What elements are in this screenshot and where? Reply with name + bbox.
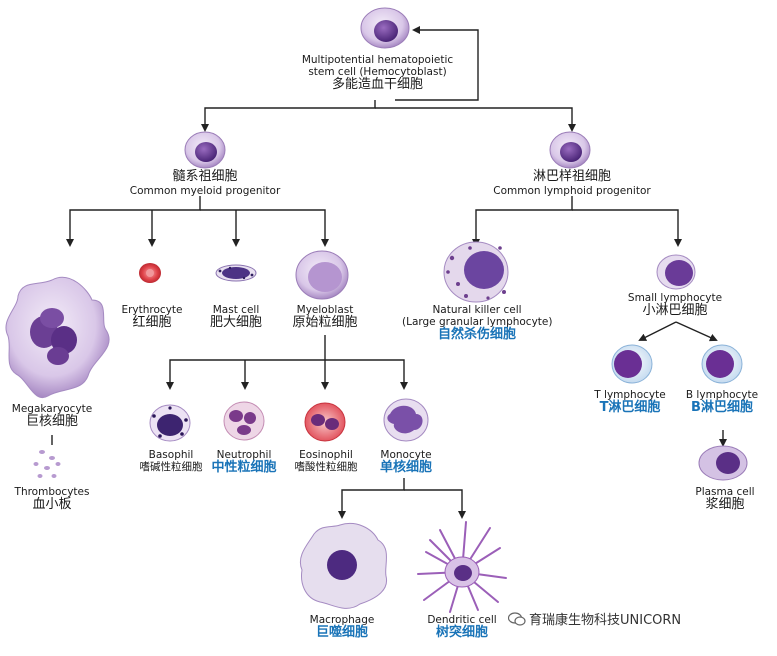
t-lymphocyte-zh: T淋巴细胞 xyxy=(599,400,661,416)
t-lymphocyte-en: T lymphocyte xyxy=(594,389,666,401)
mast-cell-image xyxy=(215,264,257,282)
nk-cell-en2: (Large granular lymphocyte) xyxy=(402,316,553,329)
lymphoid-zh: 淋巴样祖细胞 xyxy=(532,169,611,184)
stem-cell-label: Multipotential hematopoietic stem cell (… xyxy=(290,54,465,93)
stem-cell-en1: Multipotential hematopoietic xyxy=(301,54,454,66)
megakaryocyte-image xyxy=(5,277,110,399)
myeloid-en: Common myeloid progenitor xyxy=(129,184,281,197)
small-lymphocyte-label: Small lymphocyte 小淋巴细胞 xyxy=(622,292,728,319)
erythrocyte-zh: 红细胞 xyxy=(132,315,172,331)
myeloid-label: 髓系祖细胞 Common myeloid progenitor xyxy=(120,169,290,197)
myeloblast-zh: 原始粒细胞 xyxy=(292,315,358,331)
myeloid-zh: 髓系祖细胞 xyxy=(172,169,238,184)
watermark-text: 育瑞康生物科技UNICORN xyxy=(529,613,682,628)
macrophage-label: Macrophage 巨噬细胞 xyxy=(298,614,386,641)
myeloblast-label: Myeloblast 原始粒细胞 xyxy=(282,304,368,331)
t-lymphocyte-label: T lymphocyte T淋巴细胞 xyxy=(578,389,682,416)
plasma-cell-zh: 浆细胞 xyxy=(705,497,745,513)
basophil-zh: 嗜碱性粒细胞 xyxy=(139,461,203,474)
connector-lines xyxy=(51,26,727,519)
nk-cell-zh: 自然杀伤细胞 xyxy=(437,327,516,343)
lymphoid-en: Common lymphoid progenitor xyxy=(493,184,651,197)
dendritic-zh: 树突细胞 xyxy=(435,625,488,641)
dendritic-label: Dendritic cell 树突细胞 xyxy=(418,614,506,641)
watermark: 育瑞康生物科技UNICORN xyxy=(508,609,681,628)
dendritic-cell-image xyxy=(417,521,507,613)
neutrophil-en: Neutrophil xyxy=(216,449,272,461)
thrombocytes-image xyxy=(33,450,61,478)
erythrocyte-en: Erythrocyte xyxy=(121,304,183,316)
megakaryocyte-en: Megakaryocyte xyxy=(11,403,93,415)
plasma-cell-en: Plasma cell xyxy=(695,486,755,498)
monocyte-image xyxy=(383,398,429,442)
macrophage-zh: 巨噬细胞 xyxy=(315,625,368,641)
small-lymphocyte-en: Small lymphocyte xyxy=(627,292,723,304)
monocyte-label: Monocyte 单核细胞 xyxy=(368,449,444,476)
megakaryocyte-label: Megakaryocyte 巨核细胞 xyxy=(2,403,102,430)
neutrophil-label: Neutrophil 中性粒细胞 xyxy=(198,449,290,476)
megakaryocyte-zh: 巨核细胞 xyxy=(25,414,78,430)
small-lymphocyte-image xyxy=(656,254,696,290)
stem-cell-image xyxy=(360,7,410,49)
nk-cell-en1: Natural killer cell xyxy=(432,304,522,316)
basophil-image xyxy=(149,404,191,442)
neutrophil-image xyxy=(223,401,265,441)
eosinophil-en: Eosinophil xyxy=(299,449,353,461)
monocyte-en: Monocyte xyxy=(380,449,432,461)
myeloblast-en: Myeloblast xyxy=(296,304,354,316)
erythrocyte-image xyxy=(139,263,161,283)
lymphoid-progenitor-image xyxy=(549,131,591,169)
basophil-en: Basophil xyxy=(148,449,194,461)
lymphoid-label: 淋巴样祖细胞 Common lymphoid progenitor xyxy=(484,169,660,197)
b-lymphocyte-zh: B淋巴细胞 xyxy=(691,400,753,416)
wechat-icon xyxy=(508,612,526,626)
mast-cell-zh: 肥大细胞 xyxy=(209,315,262,331)
macrophage-image xyxy=(300,523,388,609)
b-lymphocyte-label: B lymphocyte B淋巴细胞 xyxy=(670,389,774,416)
eosinophil-zh: 嗜酸性粒细胞 xyxy=(294,461,358,474)
erythrocyte-label: Erythrocyte 红细胞 xyxy=(112,304,192,331)
small-lymphocyte-zh: 小淋巴细胞 xyxy=(642,303,708,319)
b-lymphocyte-en: B lymphocyte xyxy=(685,389,759,401)
dendritic-en: Dendritic cell xyxy=(427,614,497,626)
stem-cell-en2: stem cell (Hemocytoblast) xyxy=(308,66,447,79)
nk-cell-label: Natural killer cell (Large granular lymp… xyxy=(402,304,552,343)
eosinophil-image xyxy=(304,402,346,442)
thrombocytes-en: Thrombocytes xyxy=(14,486,90,498)
t-lymphocyte-image xyxy=(611,344,653,384)
thrombocytes-label: Thrombocytes 血小板 xyxy=(2,486,102,513)
mast-cell-label: Mast cell 肥大细胞 xyxy=(198,304,274,331)
macrophage-en: Macrophage xyxy=(309,614,375,626)
mast-cell-en: Mast cell xyxy=(212,304,260,316)
nk-cell-image xyxy=(443,241,509,303)
myeloid-progenitor-image xyxy=(184,131,226,169)
myeloblast-image xyxy=(295,250,349,300)
eosinophil-label: Eosinophil 嗜酸性粒细胞 xyxy=(280,449,372,473)
monocyte-zh: 单核细胞 xyxy=(379,460,432,476)
b-lymphocyte-image xyxy=(701,344,743,384)
neutrophil-zh: 中性粒细胞 xyxy=(211,460,277,476)
thrombocytes-zh: 血小板 xyxy=(32,497,72,513)
plasma-cell-label: Plasma cell 浆细胞 xyxy=(682,486,768,513)
stem-cell-zh: 多能造血干细胞 xyxy=(331,77,423,93)
basophil-label: Basophil 嗜碱性粒细胞 xyxy=(126,449,216,473)
plasma-cell-image xyxy=(698,445,748,481)
